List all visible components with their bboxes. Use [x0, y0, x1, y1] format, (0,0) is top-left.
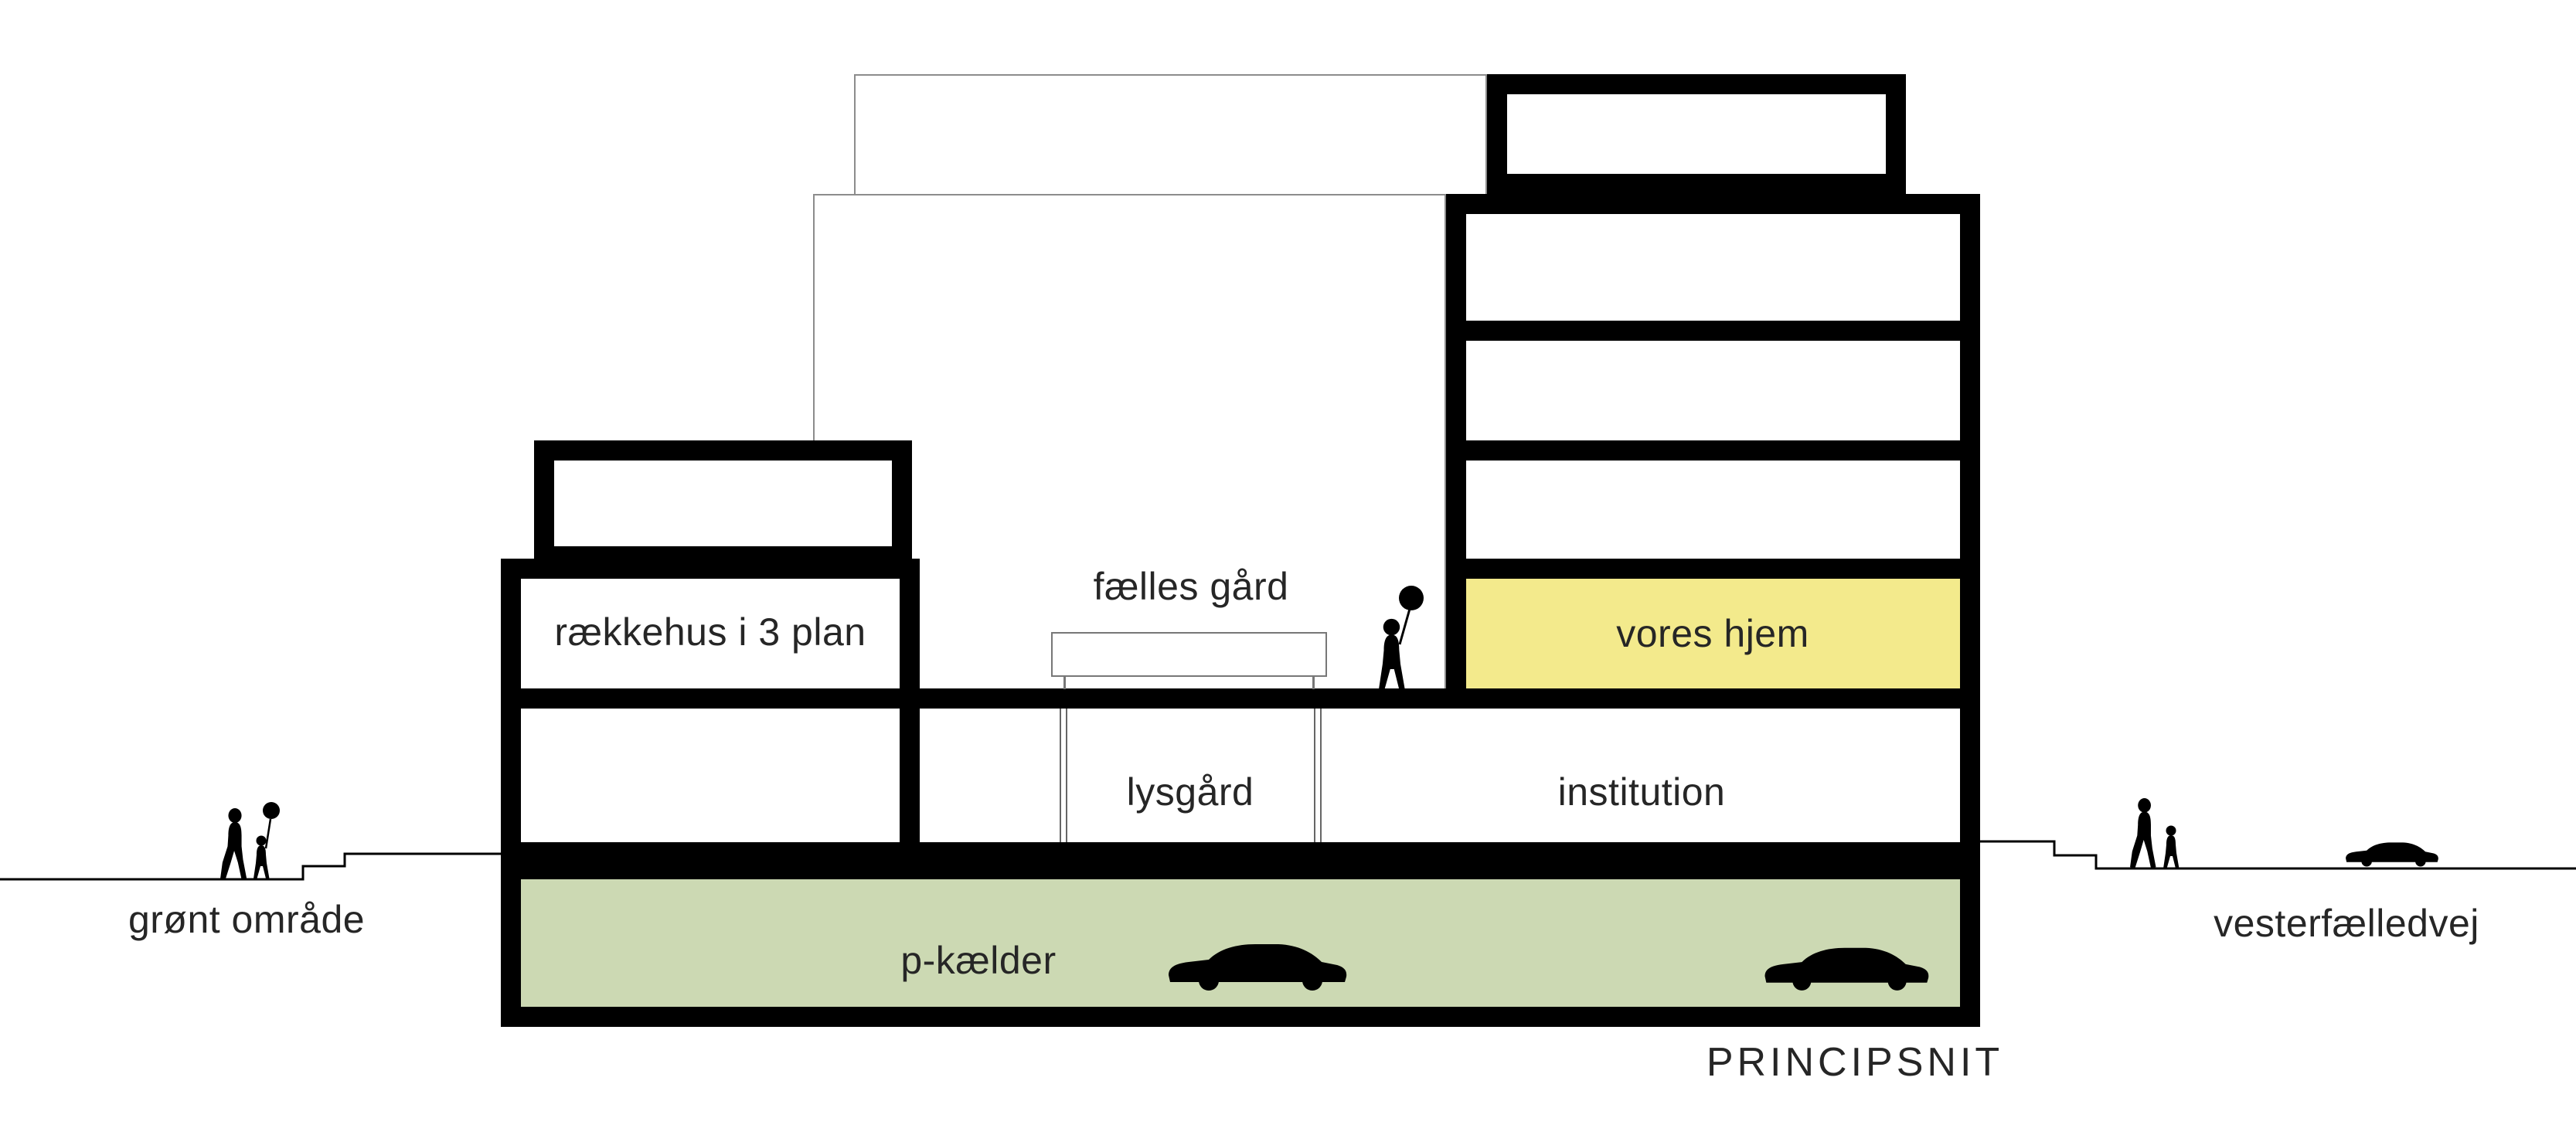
skylight-leg-left	[1063, 675, 1066, 689]
tower-floor-slab-2	[1446, 440, 1980, 461]
tower-floor-slab-1	[1446, 321, 1980, 341]
label-institution: institution	[1557, 770, 1726, 814]
tower-floor-slab-3	[1446, 559, 1980, 579]
label-street: vesterfælledvej	[2214, 902, 2479, 945]
drawing-caption: PRINCIPSNIT	[1706, 1040, 2004, 1085]
parking-basement-area	[521, 879, 1960, 1007]
skylight-box	[1051, 632, 1327, 677]
label-rowhouse: rækkehus i 3 plan	[554, 610, 866, 654]
terrain-right-line	[1979, 840, 2576, 870]
tower-right-wall-extension	[1960, 709, 1980, 842]
pedestrians-right-icon	[2130, 798, 2180, 868]
skylight-leg-right	[1312, 675, 1315, 689]
label-shared-courtyard: fælles gård	[1093, 565, 1289, 608]
label-light-court: lysgård	[1126, 770, 1254, 814]
lightcourt-wall-right	[1314, 709, 1322, 842]
terrain-left-line	[0, 852, 502, 881]
pedestrians-left-icon	[220, 802, 280, 880]
label-our-home: vores hjem	[1616, 612, 1809, 655]
rowhouse-roof-box	[534, 440, 912, 566]
car-street-icon	[2346, 842, 2438, 867]
our-home-floor-highlight	[1466, 579, 1960, 688]
label-green-area: grønt område	[128, 898, 366, 941]
label-parking-basement: p-kælder	[900, 939, 1057, 982]
courtyard-deck-slab	[501, 688, 1980, 709]
tower-penthouse	[1487, 74, 1906, 194]
lightcourt-wall-left	[1060, 709, 1067, 842]
